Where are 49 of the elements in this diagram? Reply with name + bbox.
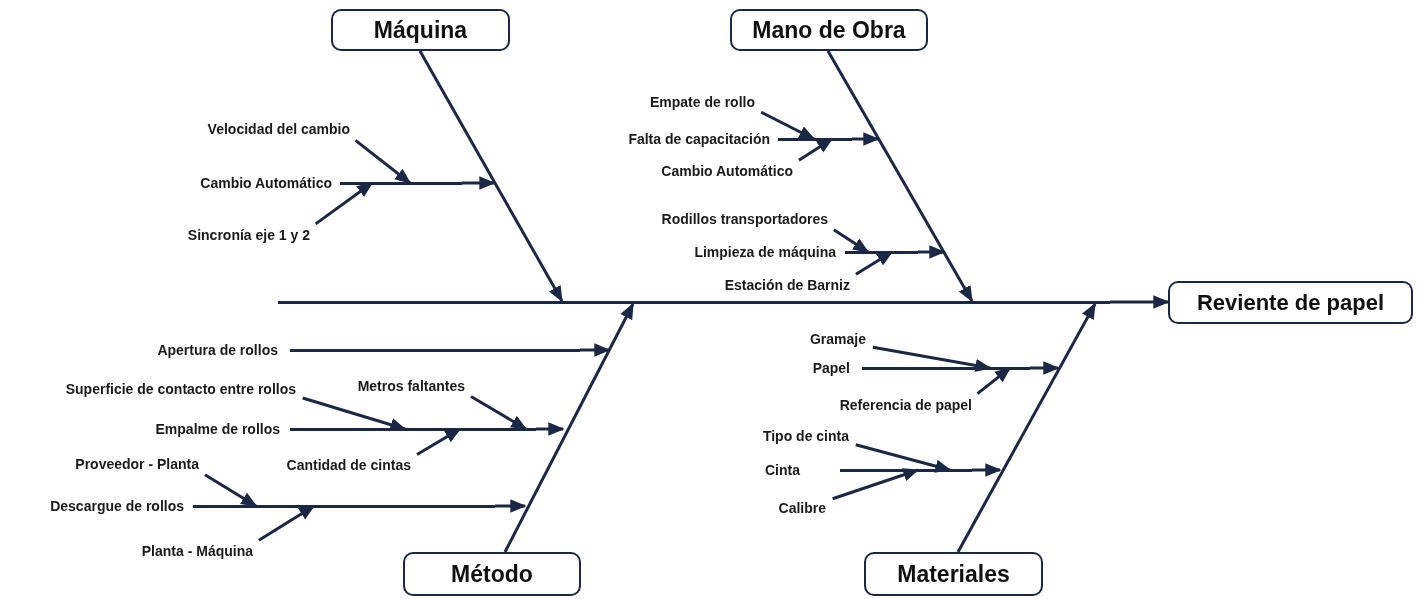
- cause-arrow: [918, 245, 946, 259]
- cause-arrow: [852, 132, 880, 146]
- cause-label: Limpieza de máquina: [694, 245, 836, 259]
- cause-label: Proveedor - Planta: [75, 457, 199, 471]
- cause-arrow: [204, 473, 258, 508]
- cause-label: Gramaje: [809, 332, 866, 346]
- bone-arrow: [418, 50, 564, 303]
- cause-arrow: [972, 463, 1002, 477]
- category-box: Mano de Obra: [730, 9, 928, 51]
- category-box: Materiales: [864, 552, 1043, 596]
- cause-label: Descargue de rollos: [50, 499, 184, 513]
- cause-arrow: [536, 422, 565, 436]
- cause-label: Apertura de rollos: [157, 343, 278, 357]
- cause-label: Calibre: [778, 501, 826, 515]
- bone-arrow: [1110, 295, 1170, 309]
- effect-box: Reviente de papel: [1168, 281, 1413, 324]
- bone-arrow: [503, 302, 635, 553]
- cause-label: Velocidad del cambio: [207, 122, 350, 136]
- cause-label: Empalme de rollos: [155, 422, 280, 436]
- bone-arrow: [826, 50, 974, 303]
- cause-label: Tipo de cinta: [762, 429, 849, 443]
- cause-label: Cambio Automático: [661, 164, 793, 178]
- cause-label: Empate de rollo: [649, 95, 755, 109]
- cause-arrow: [855, 443, 952, 473]
- cause-label: Sincronía eje 1 y 2: [187, 228, 310, 242]
- cause-arrow: [580, 343, 611, 357]
- cause-label: Estación de Barniz: [724, 278, 850, 292]
- category-box: Máquina: [331, 9, 510, 51]
- cause-label: Rodillos transportadores: [661, 212, 828, 226]
- cause-label: Cinta: [765, 463, 800, 477]
- cause-arrow: [462, 176, 496, 190]
- cause-label: Falta de capacitación: [628, 132, 770, 146]
- cause-arrow: [833, 228, 870, 254]
- spine-line: [278, 301, 1110, 304]
- cause-label: Metros faltantes: [357, 379, 465, 393]
- cause-label: Superficie de contacto entre rollos: [65, 382, 296, 396]
- cause-arrow: [1030, 361, 1060, 375]
- cause-arrow: [760, 110, 816, 141]
- cause-label: Cantidad de cintas: [286, 458, 411, 472]
- category-box: Método: [403, 552, 581, 596]
- cause-arrow: [470, 395, 528, 431]
- cause-arrow: [495, 499, 527, 513]
- bone-arrow: [956, 302, 1097, 553]
- cause-label: Cambio Automático: [200, 176, 332, 190]
- cause-arrow: [354, 139, 412, 185]
- cause-label: Papel: [812, 361, 850, 375]
- cause-arrow: [872, 345, 992, 372]
- cause-label: Planta - Máquina: [141, 544, 253, 558]
- cause-label: Referencia de papel: [839, 398, 972, 412]
